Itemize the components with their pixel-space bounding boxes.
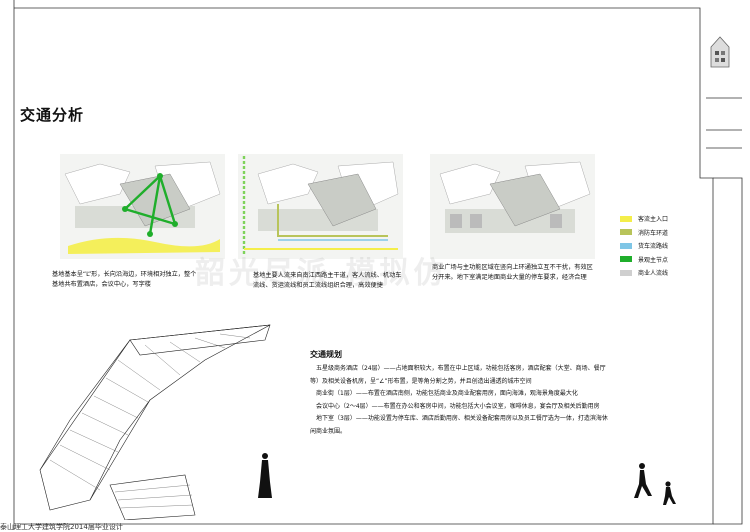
watermark: 韶光尽派 模拟仿 xyxy=(195,256,448,291)
legend-swatch xyxy=(620,256,632,263)
page-title: 交通分析 xyxy=(20,106,85,124)
planning-paragraph: 商业街（1层）——布置在酒店南侧，功能包括商业及商业配套用房，面向海滩，观海景角… xyxy=(316,390,578,397)
logo-icon xyxy=(707,33,733,69)
legend-item: 景观主节点 xyxy=(620,253,668,267)
caption-2: 基地主要人流来自南江西路主干道，客人流线、机动车流线、货运流线和员工流线组织合理… xyxy=(253,272,402,289)
people-silhouette-icon xyxy=(630,462,682,507)
site-plan-3 xyxy=(430,154,595,259)
legend-swatch xyxy=(620,229,632,236)
planning-paragraph: 地下室（3层）——功能设置为停车库、酒店后勤用房、相关设备配套用房以及员工餐厅选… xyxy=(316,415,608,422)
legend: 客流主入口 消防车环道 货车流路线 景观主节点 商业人流线 xyxy=(620,212,668,280)
planning-paragraph: 闲商业氛围。 xyxy=(310,427,347,435)
planning-heading: 交通规划 xyxy=(310,350,342,359)
legend-item: 商业人流线 xyxy=(620,266,668,280)
legend-swatch xyxy=(620,215,632,222)
legend-item: 货车流路线 xyxy=(620,239,668,253)
axonometric-drawing xyxy=(30,320,280,521)
legend-label: 景观主节点 xyxy=(638,256,669,264)
planning-paragraph: 等）及相关设备机房，呈“∠”形布置，是等角分割之势，并且创造出通透的城市空间 xyxy=(310,377,532,385)
legend-label: 商业人流线 xyxy=(638,270,669,278)
person-silhouette-icon xyxy=(254,452,276,500)
planning-paragraph: 会议中心（2～4层）——布置在办公和客房中间，功能包括大小会议室，咖啡休息，宴会… xyxy=(316,402,600,410)
legend-swatch xyxy=(620,269,632,276)
site-plan-2 xyxy=(238,154,403,259)
legend-swatch xyxy=(620,242,632,249)
legend-item: 消防车环道 xyxy=(620,226,668,240)
caption-3: 商业广场与主功能区域在竖向上环通独立互不干扰，有效区分开来。地下室满足地面商业大… xyxy=(432,264,593,281)
legend-item: 客流主入口 xyxy=(620,212,668,226)
legend-label: 客流主入口 xyxy=(638,216,669,224)
legend-label: 消防车环道 xyxy=(638,229,669,237)
caption-1: 基地基本呈“L”形，长向沿海边，环境相对独立，整个基地共布置酒店，会议中心，写字… xyxy=(52,271,197,288)
legend-label: 货车流路线 xyxy=(638,243,669,251)
planning-body: 五星级商务酒店（24层）——占地面积较大，布置在中上区域，功能包括客房，酒店配套… xyxy=(310,363,640,438)
site-plan-1 xyxy=(60,154,225,259)
footer-text: 泰山理工大学建筑学院2014届毕业设计 xyxy=(0,523,123,531)
planning-paragraph: 五星级商务酒店（24层）——占地面积较大，布置在中上区域，功能包括客房，酒店配套… xyxy=(316,365,606,372)
